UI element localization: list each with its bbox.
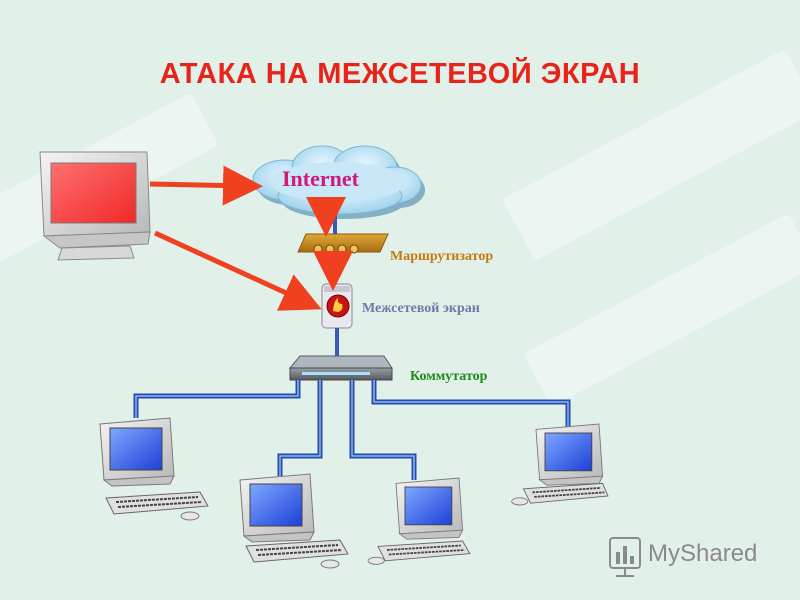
network-cables (133, 380, 571, 480)
switch-label: Коммутатор (410, 369, 488, 384)
router-label: Маршрутизатор (390, 249, 494, 264)
firewall-label: Межсетевой экран (362, 301, 480, 316)
workstation-icon (239, 473, 349, 569)
myshared-logo-icon (609, 537, 641, 577)
uplink-cables (333, 212, 339, 356)
workstation-icon (511, 423, 609, 506)
workstation-icon (367, 477, 471, 565)
internet-label: Internet (282, 166, 359, 191)
attack-arrows (149, 165, 353, 311)
slide-title: АТАКА НА МЕЖСЕТЕВОЙ ЭКРАН (159, 58, 641, 90)
internet-cloud-icon (252, 145, 425, 219)
brand-logo-text: MyShared (648, 540, 758, 567)
router-icon (297, 233, 389, 254)
workstation-icon (99, 417, 209, 521)
firewall-icon (321, 283, 353, 329)
switch-icon (288, 355, 393, 381)
attacker-computer-icon (39, 151, 151, 261)
